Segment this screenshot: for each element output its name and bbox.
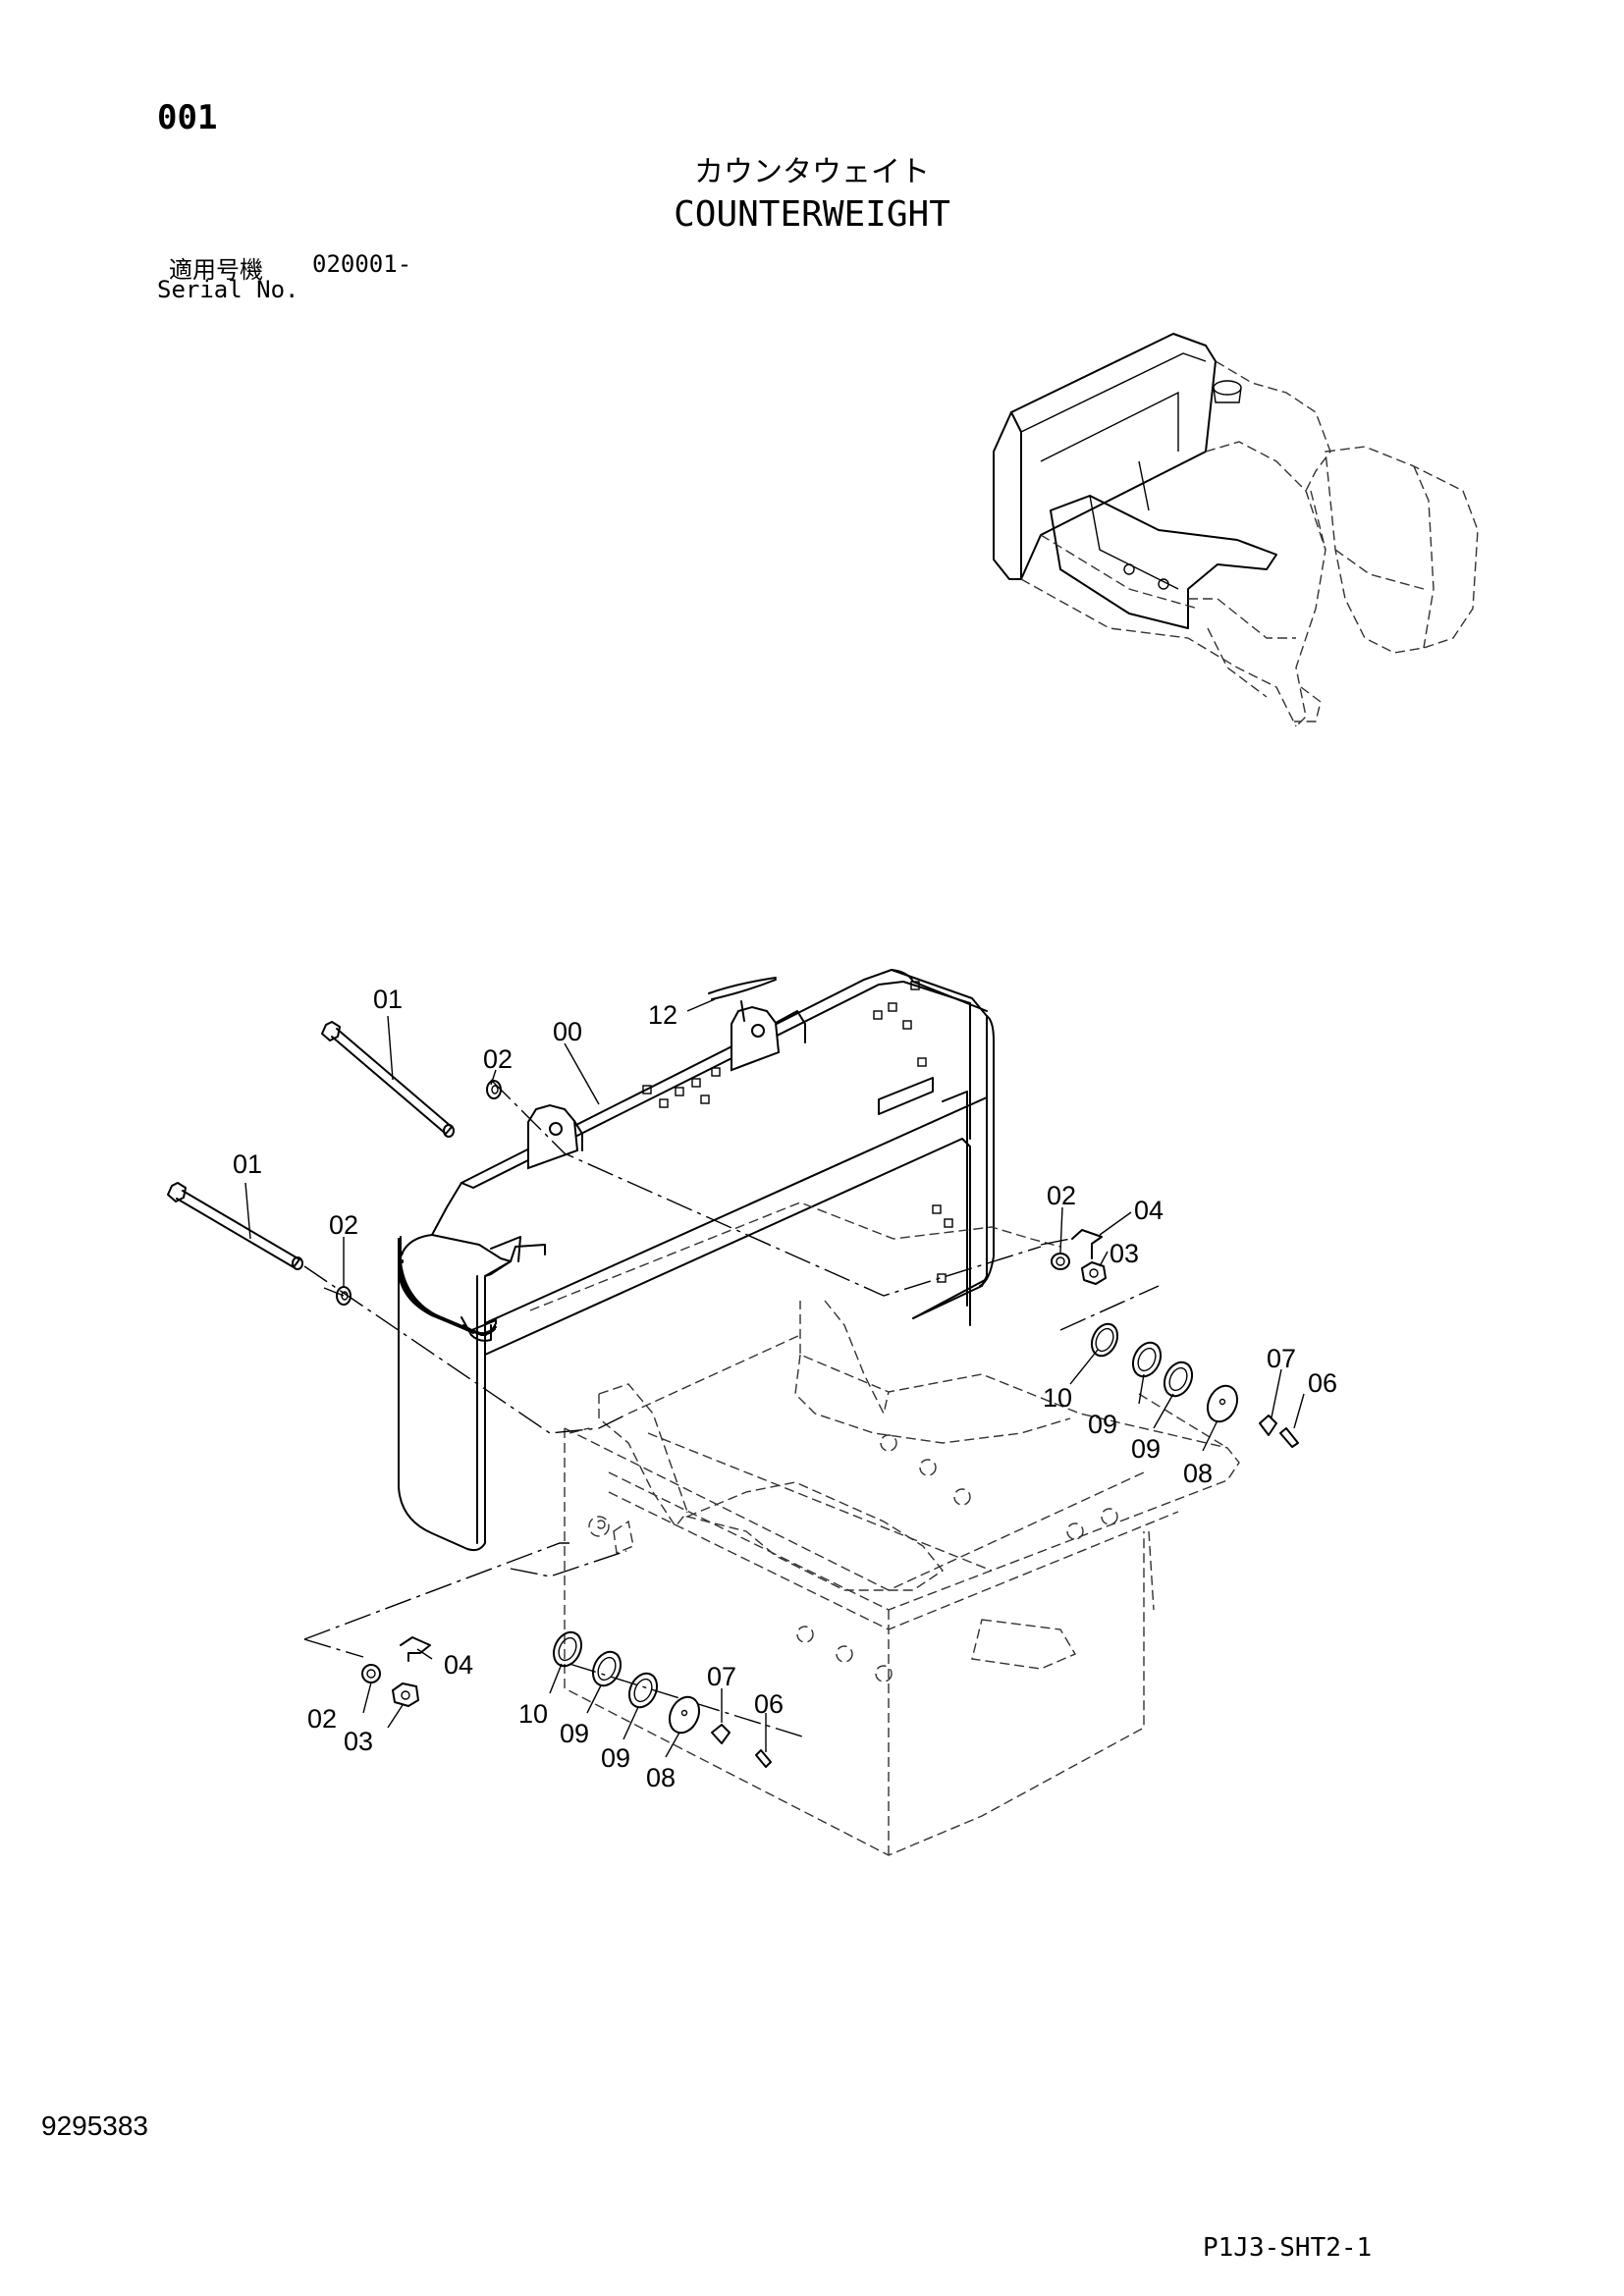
callout-03-bottom: 03 (344, 1727, 373, 1756)
serial-label: Serial No. (157, 276, 299, 303)
counterweight-clean (398, 969, 995, 1552)
callout-01-lower: 01 (233, 1149, 262, 1179)
lockplate-04-bottom (400, 1636, 431, 1662)
callout-09-bottom-a: 09 (560, 1719, 589, 1748)
callout-00: 00 (553, 1017, 582, 1046)
bolt-upper (321, 1021, 455, 1138)
callout-03-right: 03 (1110, 1239, 1139, 1268)
callout-09-right-b: 09 (1131, 1434, 1161, 1464)
callout-07-bottom: 07 (707, 1662, 736, 1691)
callout-01-upper: 01 (373, 985, 403, 1014)
nut-03-bottom (392, 1682, 419, 1707)
nut-03-right (1081, 1261, 1107, 1285)
callout-labels: 01 01 00 12 02 02 02 04 03 10 09 09 08 0… (233, 985, 1337, 1792)
washer-02-bottom (361, 1664, 381, 1683)
washer-02-right (1051, 1253, 1070, 1270)
bolt-lower (167, 1182, 303, 1270)
serial-number-value: 020001- (312, 250, 412, 278)
callout-07-right: 07 (1267, 1344, 1296, 1373)
callout-02-right: 02 (1047, 1181, 1076, 1210)
chain-lines (303, 1079, 1160, 1738)
callout-02-upper: 02 (483, 1044, 513, 1074)
callout-02-left: 02 (329, 1210, 358, 1240)
leader-lines (244, 998, 1305, 1758)
sheet-code: P1J3-SHT2-1 (1203, 2233, 1373, 2263)
page-title: COUNTERWEIGHT (674, 194, 950, 235)
washer-02-left (336, 1286, 352, 1306)
upper-frame-phantom (529, 1201, 1240, 1856)
wire-12 (708, 977, 777, 1022)
title-japanese: カウンタウェイト (694, 155, 930, 189)
serial-label-japanese: 適用号機 (169, 256, 263, 284)
callout-04-right: 04 (1134, 1196, 1164, 1225)
callout-09-right-a: 09 (1088, 1410, 1117, 1439)
location-inset (993, 333, 1479, 727)
callout-06-right: 06 (1308, 1368, 1337, 1398)
callout-04-bottom: 04 (444, 1650, 473, 1680)
callout-02-bottom: 02 (307, 1704, 337, 1734)
callout-10-right: 10 (1043, 1383, 1072, 1413)
callout-10-bottom: 10 (518, 1699, 548, 1729)
callout-06-bottom: 06 (754, 1689, 784, 1719)
shim-stack-bottom (552, 1630, 772, 1768)
shim-stack-right (1090, 1322, 1299, 1448)
callout-08-bottom: 08 (646, 1763, 676, 1792)
callout-08-right: 08 (1183, 1459, 1213, 1488)
page-number: 001 (157, 98, 218, 137)
counterweight-contour (400, 1246, 470, 1332)
callout-09-bottom-b: 09 (601, 1743, 630, 1773)
washer-02-upper (486, 1080, 502, 1099)
lockplate-04-right (1071, 1229, 1103, 1259)
document-number: 9295383 (41, 2110, 149, 2141)
callout-12: 12 (648, 1000, 677, 1030)
